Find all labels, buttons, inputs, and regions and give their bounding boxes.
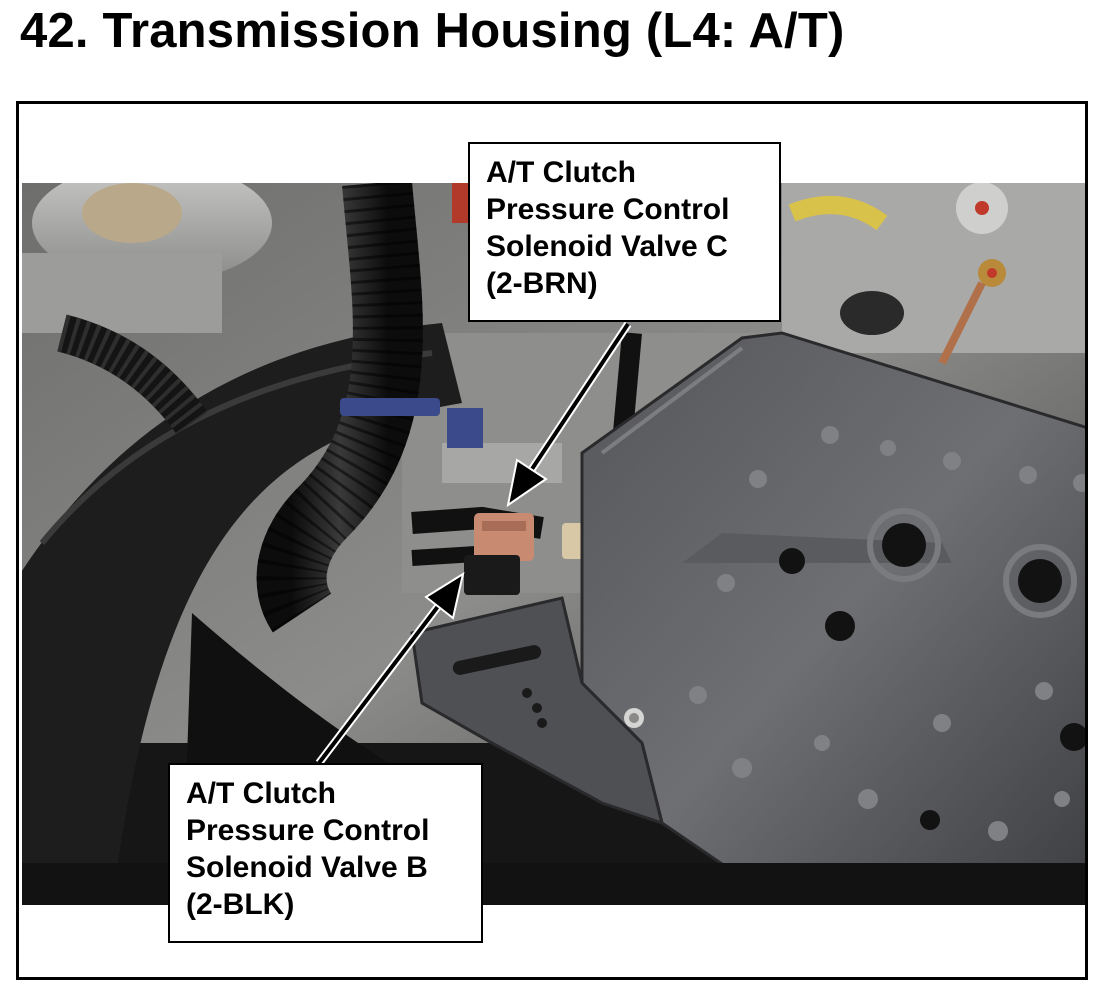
callout-c-line-4: (2-BRN) bbox=[486, 267, 598, 300]
page-title: 42. Transmission Housing (L4: A/T) bbox=[20, 4, 845, 58]
callout-b-line-2: Pressure Control bbox=[186, 814, 430, 847]
callout-b-line-3: Solenoid Valve B bbox=[186, 851, 428, 884]
callout-b-line-1: A/T Clutch bbox=[186, 777, 336, 810]
callout-b-line-4: (2-BLK) bbox=[186, 888, 295, 921]
figure-frame: A/T Clutch Pressure Control Solenoid Val… bbox=[16, 101, 1088, 980]
callout-solenoid-valve-b: A/T Clutch Pressure Control Solenoid Val… bbox=[168, 763, 483, 943]
callout-c-line-1: A/T Clutch bbox=[486, 156, 636, 189]
callout-c-line-3: Solenoid Valve C bbox=[486, 230, 728, 263]
callout-solenoid-valve-c: A/T Clutch Pressure Control Solenoid Val… bbox=[468, 142, 781, 322]
callout-c-line-2: Pressure Control bbox=[486, 193, 730, 226]
